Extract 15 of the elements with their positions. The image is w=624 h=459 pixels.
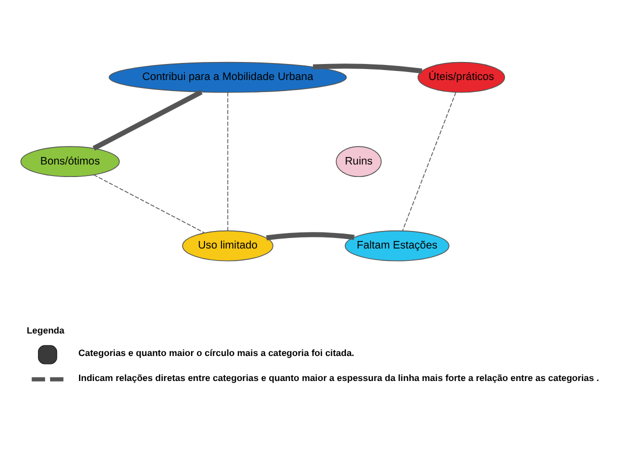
node-ellipse: Faltam Estações xyxy=(344,230,450,261)
connector xyxy=(227,92,228,231)
node-ellipse: Uso limitado xyxy=(182,230,274,261)
node-ellipse: Ruins xyxy=(336,146,382,177)
node-ellipse: Contribui para a Mobilidade Urbana xyxy=(108,61,347,92)
label: Legenda xyxy=(26,325,64,336)
connector xyxy=(93,174,205,233)
legend-label: Indicam relações diretas entre categorias e quanto maior a espessura da linha mais forte a relação entre as categorias . xyxy=(78,372,600,382)
connector xyxy=(266,232,354,240)
connector xyxy=(92,89,203,150)
connector xyxy=(312,63,422,74)
connector xyxy=(402,92,456,231)
node-ellipse: Bons/ótimos xyxy=(20,146,120,177)
node-ellipse: Úteis/práticos xyxy=(418,61,506,92)
legend-label: Categorias e quanto maior o círculo mais a categoria foi citada. xyxy=(78,348,354,358)
